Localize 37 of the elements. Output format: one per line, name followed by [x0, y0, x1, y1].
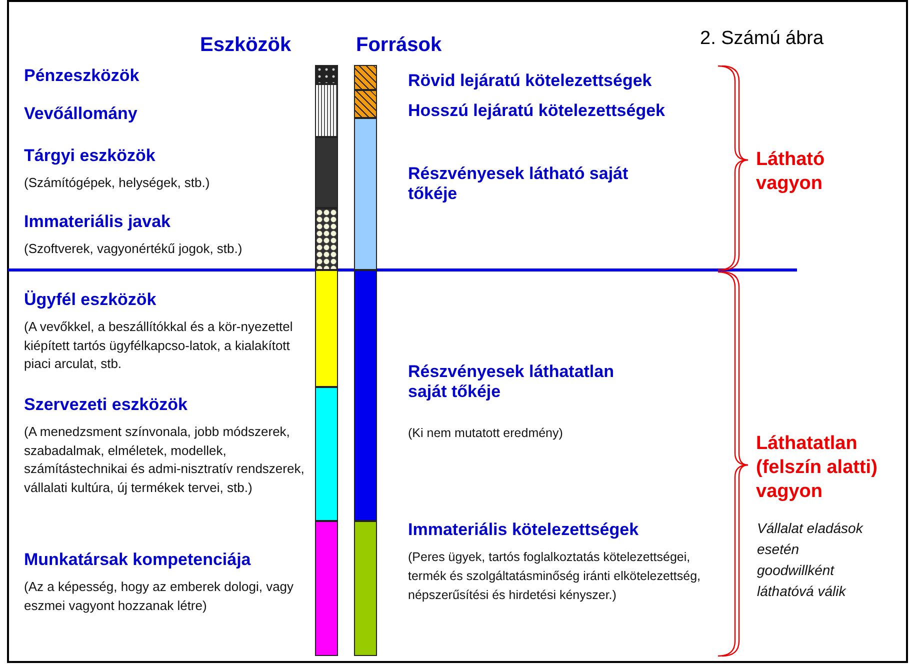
group-label: Láthatatlan (felszín alatti) vagyon [756, 432, 878, 504]
bar-segment [354, 90, 377, 118]
bar-segment [354, 270, 377, 521]
item-heading: Immateriális kötelezettségek [408, 520, 640, 540]
figure-title: 2. Számú ábra [700, 28, 824, 50]
item-heading: Rövid lejáratú kötelezettségek [408, 71, 653, 91]
item-description: (Szoftverek, vagyonértékű jogok, stb.) [24, 240, 244, 258]
item-description: (Számítógépek, helységek, stb.) [24, 174, 211, 192]
item-heading: Részvényesek láthatatlan saját tőkéje [408, 362, 615, 402]
group-label: Látható vagyon [756, 148, 826, 196]
item-description: (A menedzsment színvonala, jobb módszerek, szabadalmak, elméletek, modellek, számítástechnikai és admi-nisztratív rendszerek, vállalati kultúra, új termékek tervei, stb.) [24, 423, 306, 497]
item-heading: Pénzeszközök [24, 66, 140, 86]
item-heading: Részvényesek látható saját tőkéje [408, 164, 630, 204]
item-description: (Peres ügyek, tartós foglalkoztatás kötelezettségei, termék és szolgáltatásminőség iránti elkötelezettség, népszerűsítési és hirdetési kényszer.) [408, 549, 702, 604]
bar-segment [315, 270, 338, 387]
item-heading: Ügyfél eszközök [24, 290, 158, 310]
item-description: (Ki nem mutatott eredmény) [408, 425, 564, 442]
note-text: Vállalat eladások esetén goodwillként láthatóvá válik [757, 519, 864, 601]
column-heading: Források [356, 34, 442, 57]
bar-segment [354, 65, 377, 90]
bar-segment [315, 137, 338, 208]
bar-segment [354, 118, 377, 270]
item-heading: Vevőállomány [24, 104, 138, 124]
bar-segment [315, 65, 338, 84]
bar-segment [315, 84, 338, 137]
column-heading: Eszközök [200, 34, 292, 57]
item-heading: Tárgyi eszközök [24, 146, 156, 166]
bar-segment [315, 208, 338, 270]
item-description: (A vevőkkel, a beszállítókkal és a kör-nyezettel kiépített tartós ügyfélkapcso-latok, a kialakított piaci arculat, stb. [24, 318, 294, 373]
bar-segment [315, 387, 338, 521]
item-description: (Az a képesség, hogy az emberek dologi, vagy eszmei vagyont hozzanak létre) [24, 578, 295, 615]
item-heading: Szervezeti eszközök [24, 395, 188, 415]
item-heading: Munkatársak kompetenciája [24, 550, 252, 570]
bar-segment [354, 521, 377, 656]
item-heading: Hosszú lejáratú kötelezettségek [408, 101, 666, 121]
bar-segment [315, 521, 338, 656]
item-heading: Immateriális javak [24, 212, 172, 232]
